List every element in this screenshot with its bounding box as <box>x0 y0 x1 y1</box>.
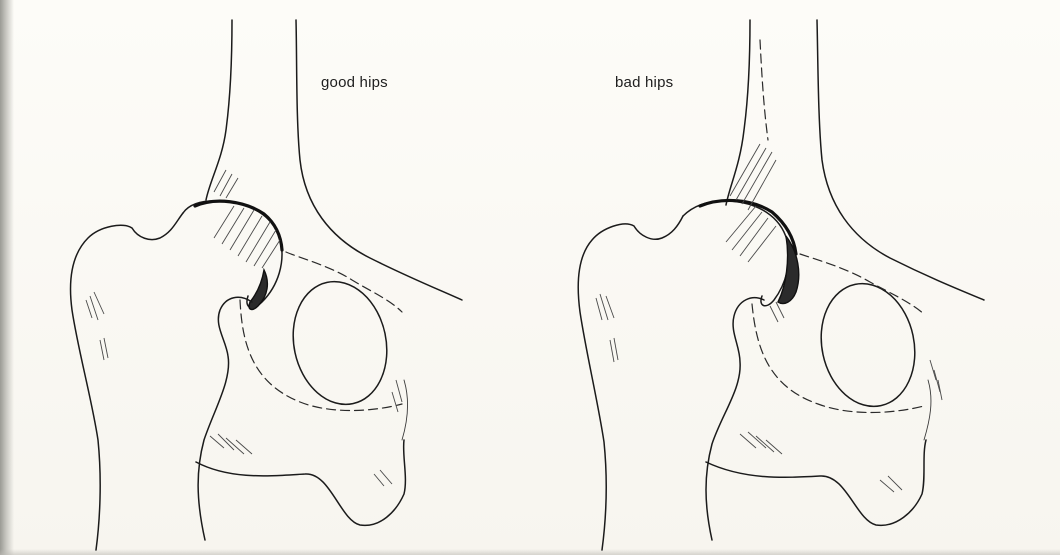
good-hip-pelvis-lower <box>196 440 405 525</box>
bad-hip-obturator-foramen <box>810 275 926 415</box>
good-hip-pelvis-inner <box>402 380 408 440</box>
good-hip-femur-shaft-left <box>206 20 232 200</box>
bad-hip-femur-shaft-right <box>817 20 984 300</box>
good-hip-dashed-contour <box>240 300 402 411</box>
good-hip-joint-space <box>249 270 267 309</box>
good-hip-femur-shaft-right <box>296 20 462 300</box>
bad-hip-dashed-shaft <box>760 40 768 140</box>
bad-hip-pelvis-inner <box>924 380 931 440</box>
bad-hip-pelvis-lower <box>706 440 926 525</box>
bad-hip-drawing <box>578 20 984 550</box>
bad-hip-surface-hatching <box>596 294 942 492</box>
good-hip-drawing <box>71 20 462 550</box>
bad-hip-femur-shaft-left <box>726 20 750 205</box>
good-hip-acetabulum-rim <box>195 201 282 250</box>
good-hip-surface-hatching <box>86 292 402 486</box>
bad-hip-femur-neck-lower <box>706 298 764 540</box>
bad-hip-femoral-head <box>683 201 789 306</box>
good-hip-trochanter <box>71 213 183 550</box>
panel-label-good: good hips <box>321 74 388 91</box>
panel-label-bad: bad hips <box>615 74 673 91</box>
good-hip-obturator-foramen <box>282 273 398 413</box>
bad-hip-trochanter <box>578 216 683 550</box>
